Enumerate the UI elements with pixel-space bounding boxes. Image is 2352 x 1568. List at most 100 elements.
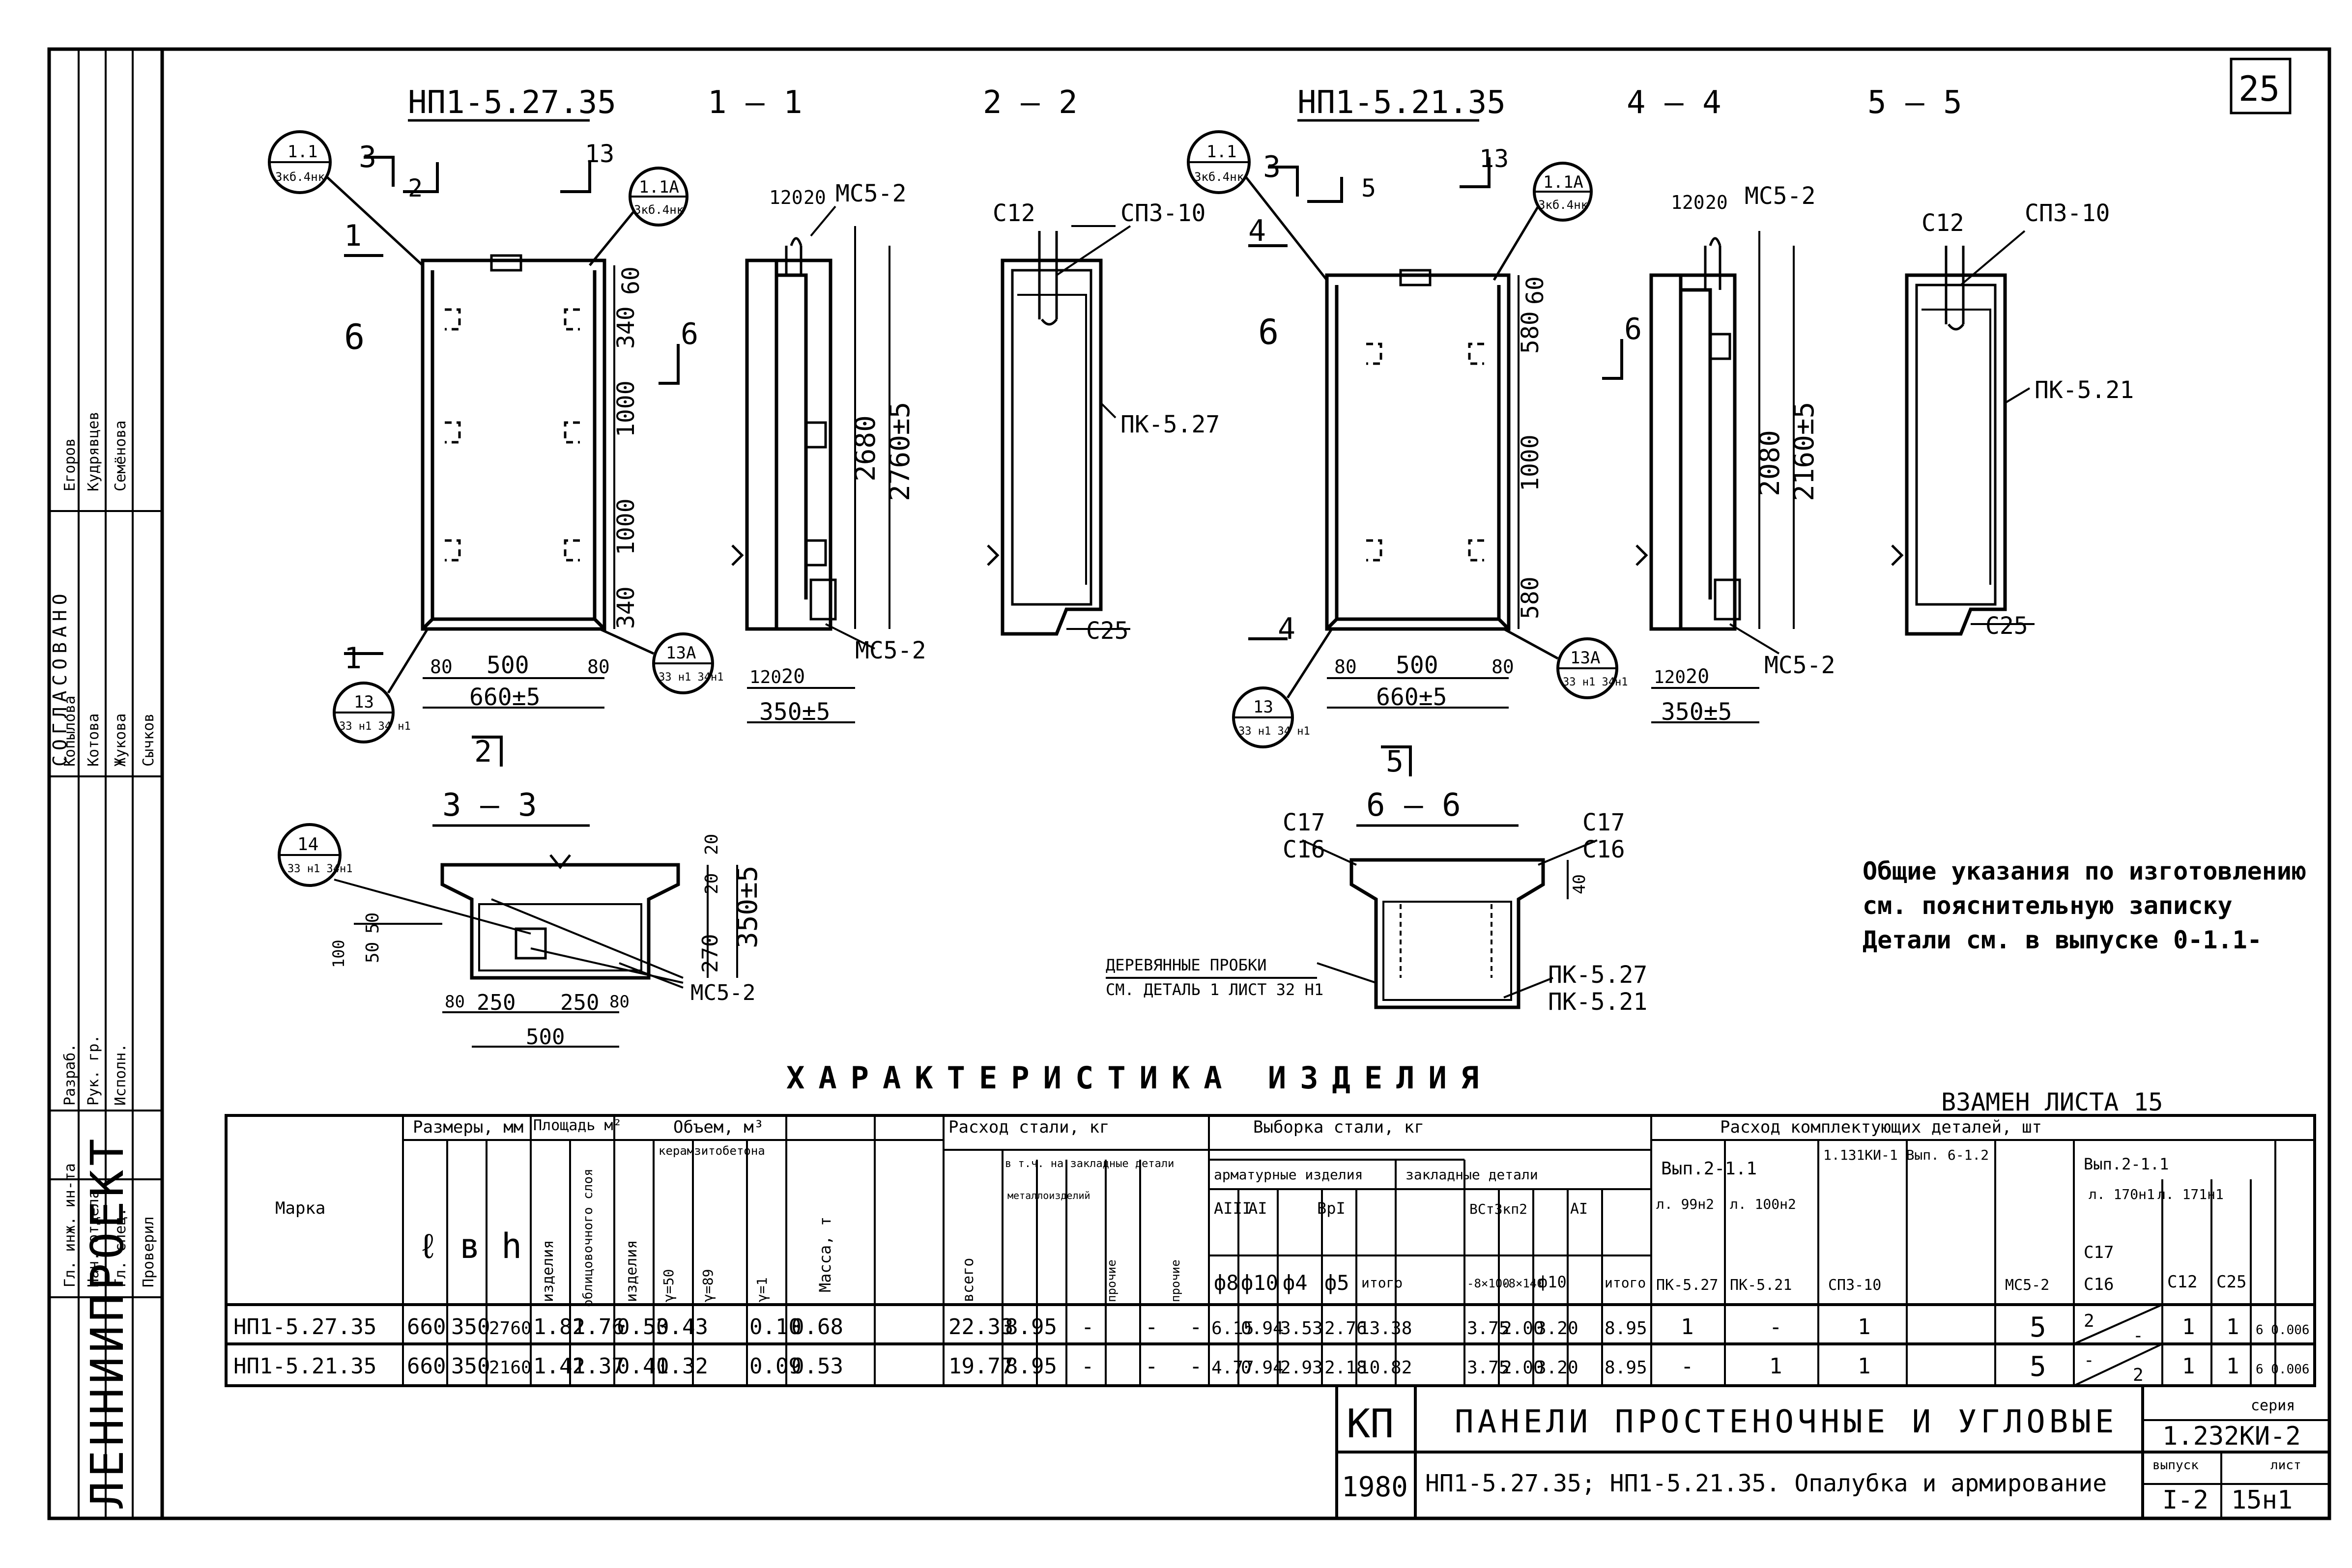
dim-500: 500 xyxy=(526,1025,565,1050)
cell-vol-g1: 0.10 xyxy=(749,1314,802,1340)
label-c16: С16 xyxy=(1582,836,1625,863)
dim-1000: 1000 xyxy=(612,498,640,555)
cell-l: 660 xyxy=(407,1354,446,1379)
cell-s4: - xyxy=(1145,1314,1158,1340)
th-parts-sheet: л. 170н1 xyxy=(2089,1186,2155,1202)
side-name: Егоров xyxy=(61,438,79,491)
th-embed-100: -8×100 xyxy=(1467,1277,1510,1290)
th-parts-sheet: л. 99н2 xyxy=(1656,1196,1714,1212)
label-mc5-2: МС5-2 xyxy=(1764,652,1836,679)
label-pk-5-27: ПК-5.27 xyxy=(1120,411,1220,438)
dim-120: 120 xyxy=(769,187,803,208)
th-steel-total: всего xyxy=(960,1258,977,1302)
th-steel-metal: металлоизделий xyxy=(1007,1190,1090,1201)
view-title-np1-21: НП1-5.21.35 xyxy=(1297,85,1506,121)
cell-b: 350 xyxy=(451,1354,490,1379)
sec-mark: 6 xyxy=(344,317,365,357)
th-embed: закладные детали xyxy=(1405,1167,1538,1183)
label-c25: С25 xyxy=(1086,617,1129,645)
table-row-2: НП1-5.21.35 660 350 2160 1.42 1.37 0.41 … xyxy=(233,1350,2310,1385)
section-1-1 xyxy=(731,205,890,723)
dim-2680: 2680 xyxy=(850,415,882,482)
callout-13: 13 xyxy=(1253,697,1273,717)
dim-250: 250 xyxy=(477,990,516,1015)
label-sp3-10: СП3-10 xyxy=(2025,200,2110,227)
sec-mark: 5 xyxy=(1361,174,1376,202)
label-mc5-2: МС5-2 xyxy=(1745,182,1816,210)
cell-e10: 3.20 xyxy=(1536,1358,1578,1378)
side-org-name: ЛЕННИИПРОЕКТ xyxy=(81,1135,134,1509)
side-agreed: СОГЛАСОВАНО xyxy=(49,589,71,767)
dim-120: 120 xyxy=(1654,667,1686,687)
cell-r-tot: 13.38 xyxy=(1359,1318,1412,1339)
dim-100: 100 xyxy=(329,940,348,968)
cell-h: 2760 xyxy=(489,1318,532,1339)
cell-vol-item: 0.41 xyxy=(617,1354,669,1379)
th-rebar-vr1: ВрI xyxy=(1317,1199,1346,1218)
sec-mark: 13 xyxy=(1479,144,1509,173)
callout-1-1: 1.1 xyxy=(287,142,317,162)
cell-e100: 3.75 xyxy=(1467,1358,1510,1378)
cell-misc: 6 0.006 xyxy=(2256,1362,2310,1377)
th-vol-ks: керамзитобетона xyxy=(659,1144,765,1158)
th-vol-g50: γ=50 xyxy=(660,1269,677,1302)
tb-series-label: серия xyxy=(2251,1397,2295,1414)
th-parts-sheet: л. 171н1 xyxy=(2157,1186,2224,1202)
cell-sp310: 1 xyxy=(1858,1354,1871,1379)
tb-year: 1980 xyxy=(1342,1471,1408,1503)
dim-20: 20 xyxy=(803,187,826,208)
th-parts-vyp2: 1.131КИ-1 Вып. 6-1.2 xyxy=(1823,1147,1989,1163)
th-area-item: изделия xyxy=(540,1240,557,1302)
callout-13-sub: 33 н1 34 н1 xyxy=(1238,725,1310,738)
dim-1000: 1000 xyxy=(612,380,640,437)
cell-c17: 2 xyxy=(2084,1311,2094,1331)
callouts-27 xyxy=(268,130,714,743)
wood-plug-ref: СМ. ДЕТАЛЬ 1 ЛИСТ 32 Н1 xyxy=(1106,980,1323,999)
cell-vol-ks: 0.32 xyxy=(656,1354,708,1379)
dim-20: 20 xyxy=(702,873,722,894)
th-area: Площадь м² xyxy=(533,1117,622,1134)
dim-340: 340 xyxy=(612,306,640,349)
section-2-2-title: 2 — 2 xyxy=(983,85,1078,121)
sec-mark: 4 xyxy=(1248,214,1266,248)
table-title: ХАРАКТЕРИСТИКА ИЗДЕЛИЯ xyxy=(786,1060,1492,1096)
cell-e10: 3.20 xyxy=(1536,1318,1578,1339)
cell-steel-emb: 8.95 xyxy=(1005,1314,1057,1340)
th-part-sp310: СП3-10 xyxy=(1828,1277,1881,1294)
callout-1-1-sub: 3кб.4нк xyxy=(275,170,325,184)
label-mc5-2: МС5-2 xyxy=(835,180,907,207)
dim-80: 80 xyxy=(609,992,630,1012)
tb-series: 1.232КИ-2 xyxy=(2162,1422,2301,1451)
sec-mark: 2 xyxy=(474,735,492,769)
section-6-6-title: 6 — 6 xyxy=(1366,787,1461,824)
cell-r10: 0.94 xyxy=(1241,1318,1284,1339)
side-name: Сычков xyxy=(140,713,157,767)
cell-r5: 2.76 xyxy=(1324,1318,1367,1339)
th-rebar-5: ф5 xyxy=(1324,1271,1349,1295)
section-5-5-title: 5 — 5 xyxy=(1867,85,1962,121)
th-steel: Расход стали, кг xyxy=(948,1117,1110,1137)
side-stamp xyxy=(49,49,162,1518)
cell-h: 2160 xyxy=(489,1358,532,1378)
dim-60: 60 xyxy=(617,266,645,295)
tb-subtitle: НП1-5.27.35; НП1-5.21.35. Опалубка и арм… xyxy=(1425,1470,2107,1497)
dim-2080: 2080 xyxy=(1754,430,1786,496)
cell-area-item: 1.42 xyxy=(533,1354,585,1379)
dim-20: 20 xyxy=(1686,665,1709,688)
dim-270: 270 xyxy=(698,934,723,973)
th-part-pk527: ПК-5.27 xyxy=(1656,1277,1718,1294)
dim-80: 80 xyxy=(1492,656,1514,678)
th-part-pk521: ПК-5.21 xyxy=(1730,1277,1792,1294)
side-name: Котова xyxy=(85,713,102,767)
th-b: в xyxy=(459,1226,480,1266)
th-sample: Выборка стали, кг xyxy=(1253,1117,1424,1137)
th-rebar: арматурные изделия xyxy=(1214,1167,1363,1183)
dim-1000: 1000 xyxy=(1517,434,1544,491)
cell-s5: - xyxy=(1189,1354,1203,1379)
dim-2760: 2760±5 xyxy=(884,402,916,501)
th-vol-g1: γ=1 xyxy=(754,1277,770,1302)
th-part-c16: С16 xyxy=(2084,1275,2114,1294)
dim-580: 580 xyxy=(1517,576,1544,619)
cell-sp310: 1 xyxy=(1858,1314,1871,1340)
